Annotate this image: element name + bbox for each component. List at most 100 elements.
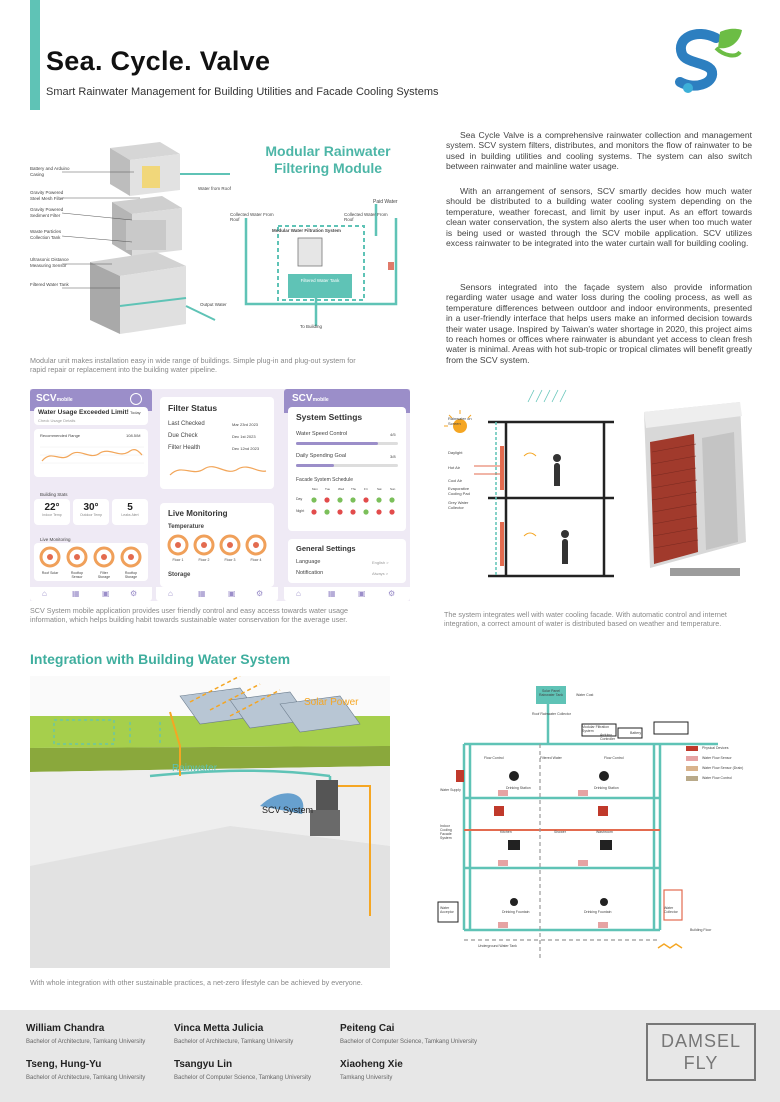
daily-goal-slider[interactable] <box>296 464 398 467</box>
usage-line-chart <box>40 446 144 464</box>
bottom-nav: ⌂ ▦ ▣ ⚙ <box>30 587 152 601</box>
description-paragraph-2: With an arrangement of sensors, SCV smar… <box>446 186 752 249</box>
credit-vinca-metta-julicia: Vinca Metta Julicia Bachelor of Architec… <box>174 1023 294 1045</box>
home-icon[interactable]: ⌂ <box>168 589 173 598</box>
schematic-room-fountain-2: Drinking Fountain <box>584 910 612 914</box>
phone-header <box>30 389 152 411</box>
schematic-flow-control-1: Flow Control <box>484 756 504 760</box>
notification-label: Notification <box>296 570 324 576</box>
facade-label-daylight: Daylight <box>448 450 463 455</box>
alert-subtitle: Check Usage Details <box>38 418 76 423</box>
language-select[interactable]: English > <box>372 560 389 565</box>
grid-icon[interactable]: ▦ <box>198 589 206 598</box>
facade-label-hot-air: Hot Air <box>448 465 461 470</box>
schematic-water-acceptor: Water Acceptor <box>440 906 454 914</box>
scv-logo-icon <box>666 24 744 100</box>
chat-icon[interactable]: ▣ <box>358 589 366 598</box>
usage-chart-value: 108.5/M <box>126 433 141 438</box>
label-gravity-mesh: Gravity Powered Steel Mesh Filter <box>30 190 64 201</box>
label-waste-tank: Waste Particles Collection Tank <box>30 229 62 240</box>
schematic-flow-control-2: Flow Control <box>604 756 624 760</box>
facade-label-rainwater: Rainwater on Screen <box>448 416 472 426</box>
label-filtration-system: Modular Water Filtration System <box>272 228 341 233</box>
label-to-building: To Building <box>300 324 323 329</box>
schematic-room-kitchen: Kitchen <box>500 830 512 834</box>
notification-select[interactable]: Always > <box>372 571 389 576</box>
gauge-row <box>39 546 142 568</box>
app-caption: SCV System mobile application provides u… <box>30 606 349 624</box>
cooling-pad-photo <box>630 392 754 588</box>
title-accent-bar <box>30 0 40 110</box>
legend-flow-sensor-drain: Water Flow Sensor (Drain) <box>702 766 744 770</box>
poster-title: Sea. Cycle. Valve <box>46 46 271 76</box>
home-icon[interactable]: ⌂ <box>296 589 301 598</box>
settings-icon[interactable]: ⚙ <box>130 589 138 598</box>
settings-icon[interactable]: ⚙ <box>388 589 396 598</box>
water-speed-slider[interactable] <box>296 442 398 445</box>
filtration-flow-diagram <box>244 204 398 326</box>
temperature-label: Temperature <box>168 524 204 530</box>
alert-card[interactable]: Water Usage Exceeded Limit! Check Usage … <box>34 407 148 425</box>
system-settings-title: System Settings <box>296 412 363 422</box>
credit-tseng-hung-yu: Tseng, Hung-Yu Bachelor of Architecture,… <box>26 1059 146 1081</box>
schematic-label-water-cost: Water Cost <box>576 693 594 697</box>
app-brand: SCVmobile <box>36 393 73 404</box>
chat-icon[interactable]: ▣ <box>102 589 110 598</box>
phone-screen-settings: SCVmobile System Settings Water Speed Co… <box>284 389 410 601</box>
credit-william-chandra: William Chandra Bachelor of Architecture… <box>26 1023 146 1045</box>
label-ultrasonic-sensor: Ultrasonic Distance Measuring Sensor <box>30 257 69 268</box>
schematic-label-rainwater-tank: Solar Panel Rainwater Tank <box>538 689 564 697</box>
schematic-label-battery: Battery <box>630 731 642 735</box>
water-speed-label: Water Speed Control <box>296 431 348 437</box>
schematic-filtered-water: Filtered Water <box>540 756 562 760</box>
facade-section-diagram <box>444 389 614 578</box>
live-monitoring-title: Live Monitoring <box>168 509 228 518</box>
water-speed-value: 4/5 <box>390 432 396 437</box>
filter-status-card: Filter Status Last Checked Mar 23rd 2023… <box>160 397 274 489</box>
schematic-indoor-cooling: Indoor Cooling Facade System <box>440 824 452 840</box>
label-paid-water: Paid Water <box>373 199 398 205</box>
home-icon[interactable]: ⌂ <box>42 589 47 598</box>
grid-icon[interactable]: ▦ <box>328 589 336 598</box>
gauge-card: Roof Solar Rooftop Sensor Filter Storage… <box>34 543 148 581</box>
live-monitoring-card: Live Monitoring Temperature Floor 1 Floo… <box>160 503 274 587</box>
live-monitoring-label-small: Live Monitoring <box>40 537 71 542</box>
schematic-underground-tank: Underground Water Tank <box>478 944 517 948</box>
label-collected-water-2: Collected Water From Roof <box>344 212 388 222</box>
label-output-water: Output Water <box>200 302 227 307</box>
schematic-label-arduino: Arduino Controller <box>600 733 616 741</box>
chat-icon[interactable]: ▣ <box>228 589 236 598</box>
schematic-room-shower: Shower <box>554 830 566 834</box>
description-paragraph-1: Sea Cycle Valve is a comprehensive rainw… <box>446 130 752 172</box>
rainwater-label: Rainwater <box>172 763 218 774</box>
alert-time: Today <box>130 410 141 415</box>
grid-icon[interactable]: ▦ <box>72 589 80 598</box>
facade-caption: The system integrates well with water co… <box>444 610 727 628</box>
description-paragraph-3: Sensors integrated into the façade syste… <box>446 282 752 365</box>
label-filtered-tank-diagram: Filtered Water Tank <box>300 278 340 283</box>
label-collected-water-1: Collected Water From Roof <box>230 212 274 222</box>
stat-card-indoor: 22° Indoor Temp <box>34 499 70 525</box>
profile-icon[interactable] <box>130 393 142 405</box>
alert-title: Water Usage Exceeded Limit! <box>38 409 129 416</box>
schedule-grid[interactable]: Mon Tue Wed Thu Fri Sat Sun Day Night <box>296 487 402 523</box>
schematic-label-filtration: Modular Filtration System <box>582 725 610 733</box>
credits-footer <box>0 1010 780 1102</box>
solar-power-label: Solar Power <box>304 697 359 708</box>
facade-label-cool-air: Cool Air <box>448 478 463 483</box>
integration-caption: With whole integration with other sustai… <box>30 978 363 987</box>
schematic-water-supply: Water Supply <box>440 788 461 792</box>
module-caption: Modular unit makes installation easy in … <box>30 356 356 374</box>
storage-label: Storage <box>168 572 191 578</box>
schematic-water-collector: Water Collector <box>664 906 678 914</box>
settings-icon[interactable]: ⚙ <box>256 589 264 598</box>
building-stats-label: Building Stats <box>40 492 68 497</box>
facade-schedule-label: Facade System Schedule <box>296 477 353 483</box>
schematic-room-fountain-1: Drinking Fountain <box>502 910 530 914</box>
credit-peiteng-cai: Peiteng Cai Bachelor of Computer Science… <box>340 1023 477 1045</box>
poster-subtitle: Smart Rainwater Management for Building … <box>46 86 439 98</box>
label-gravity-sediment: Gravity Powered Sediment Filter <box>30 207 64 218</box>
label-filtered-tank: Filtered Water Tank <box>30 282 69 287</box>
schematic-room-drinking-2: Drinking Station <box>594 786 619 790</box>
